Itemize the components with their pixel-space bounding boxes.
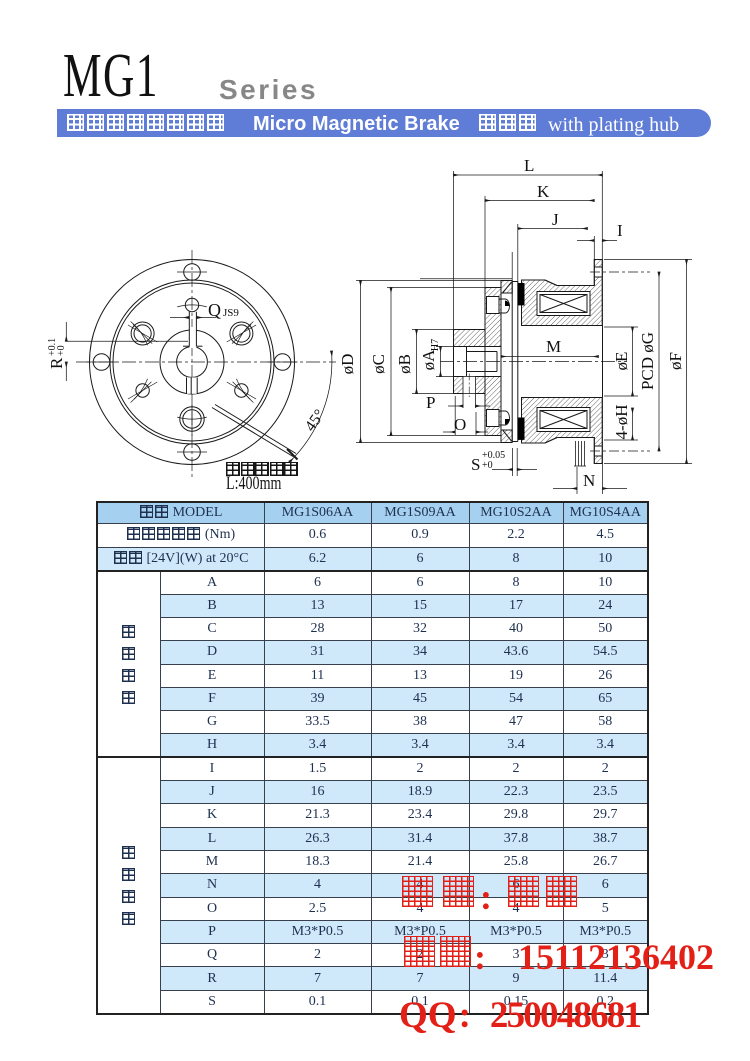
svg-text:+0: +0 [482,460,493,471]
svg-text:R: R [47,357,66,369]
svg-text:PCD øG: PCD øG [638,332,657,390]
svg-text:M: M [546,337,561,356]
svg-text:JS9: JS9 [223,307,239,319]
svg-text:Q: Q [208,300,221,320]
svg-text:4-øH: 4-øH [612,405,631,440]
svg-text:O: O [454,415,466,434]
svg-text:+0.05: +0.05 [482,450,505,461]
svg-text:J: J [552,210,559,229]
svg-text:øB: øB [395,354,414,374]
svg-text:øE: øE [612,352,631,371]
svg-text:øA: øA [419,349,438,371]
svg-text:I: I [617,221,623,240]
svg-text:øC: øC [369,354,388,374]
svg-text:45°: 45° [302,407,329,435]
svg-text:P: P [426,393,435,412]
svg-text:øF: øF [666,352,685,370]
svg-text:N: N [583,471,595,490]
svg-text:L: L [524,156,534,175]
svg-text:H7: H7 [430,339,441,351]
svg-text:øD: øD [338,354,357,375]
svg-text:K: K [537,182,550,201]
svg-text:+0: +0 [56,345,67,356]
svg-text:S: S [471,455,480,474]
svg-text:+0.1: +0.1 [47,338,58,356]
